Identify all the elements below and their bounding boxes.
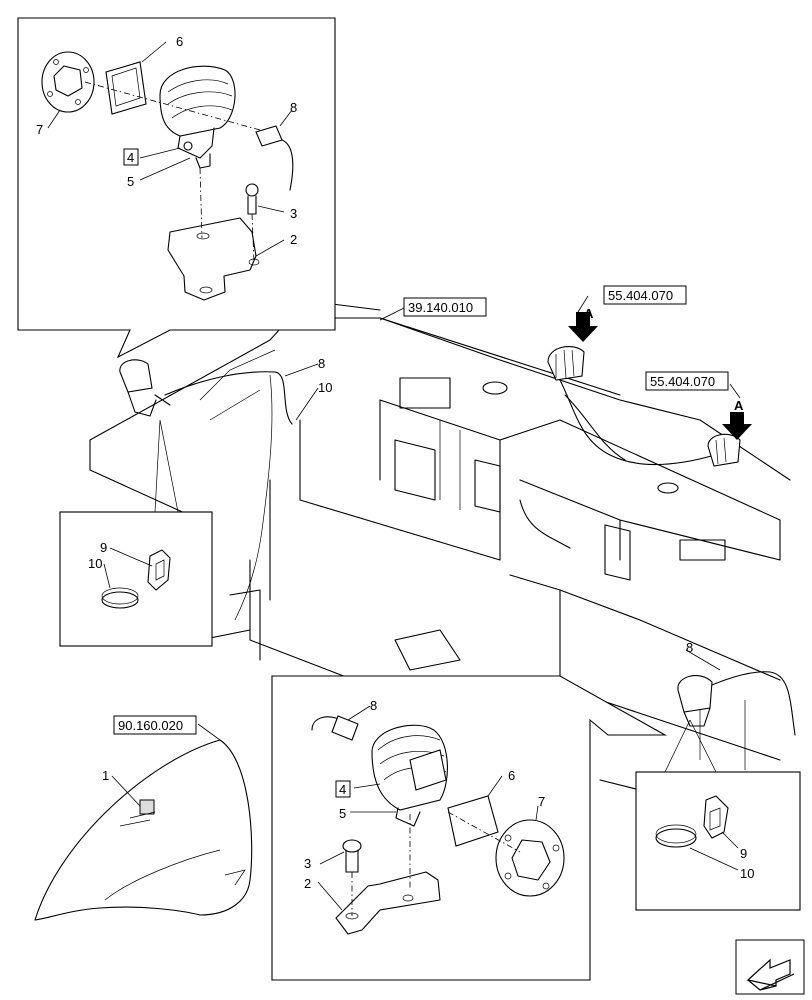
callout-main-10-left: 10	[318, 380, 332, 395]
work-lamp-rear-left	[119, 359, 171, 417]
work-lamp-front-2	[707, 433, 741, 467]
callout-br-8: 8	[370, 698, 377, 713]
view-marker-2: A	[734, 398, 744, 413]
callout-tl-3: 3	[290, 206, 297, 221]
detail-frame-bottom-center	[271, 675, 668, 981]
ref-top-label: 39.140.010	[408, 300, 473, 315]
ref-box-left[interactable]: 90.160.020	[113, 715, 197, 735]
callout-br-4-box	[335, 780, 351, 798]
view-arrow-1	[568, 312, 598, 342]
callout-tl-7: 7	[36, 122, 43, 137]
cab-panel	[34, 739, 253, 921]
ref-right-1-label: 55.404.070	[608, 288, 673, 303]
leader-lines	[47, 41, 741, 911]
work-lamp-rear-right	[677, 675, 713, 727]
callout-br-4: 4	[339, 782, 346, 797]
callout-br-6: 6	[508, 768, 515, 783]
callout-br-5: 5	[339, 806, 346, 821]
callout-main-8-left: 8	[318, 356, 325, 371]
callout-tl-4: 4	[127, 150, 134, 165]
work-lamp-front-1	[547, 346, 585, 381]
callout-tl-5: 5	[127, 174, 134, 189]
callout-rd-9: 9	[740, 846, 747, 861]
switch-1	[139, 799, 155, 815]
machine-structure	[89, 299, 791, 901]
view-arrow-2	[722, 412, 752, 440]
callout-br-2: 2	[304, 876, 311, 891]
ref-box-right-2[interactable]: 55.404.070	[645, 371, 729, 391]
callout-tl-6: 6	[176, 34, 183, 49]
callout-rd-10: 10	[740, 866, 754, 881]
ref-box-top[interactable]: 39.140.010	[403, 297, 487, 317]
navigation-arrow-icon[interactable]	[735, 939, 805, 995]
view-marker-1: A	[584, 306, 594, 321]
callout-tl-4-box	[123, 148, 139, 166]
ref-left-label: 90.160.020	[118, 718, 183, 733]
callout-cab-1: 1	[102, 768, 109, 783]
detail-frame-mid-left	[59, 419, 213, 647]
callout-ml-10: 10	[88, 556, 102, 571]
callout-br-7: 7	[538, 794, 545, 809]
callout-main-8-right: 8	[686, 640, 693, 655]
callout-tl-8: 8	[290, 100, 297, 115]
callout-ml-9: 9	[100, 540, 107, 555]
callout-br-3: 3	[304, 856, 311, 871]
ref-box-right-1[interactable]: 55.404.070	[603, 285, 687, 305]
callout-tl-2: 2	[290, 232, 297, 247]
wiring-harness	[164, 371, 796, 736]
detail-frame-right	[635, 719, 801, 911]
ref-right-2-label: 55.404.070	[650, 374, 715, 389]
detail-frame-top-left	[17, 17, 336, 359]
